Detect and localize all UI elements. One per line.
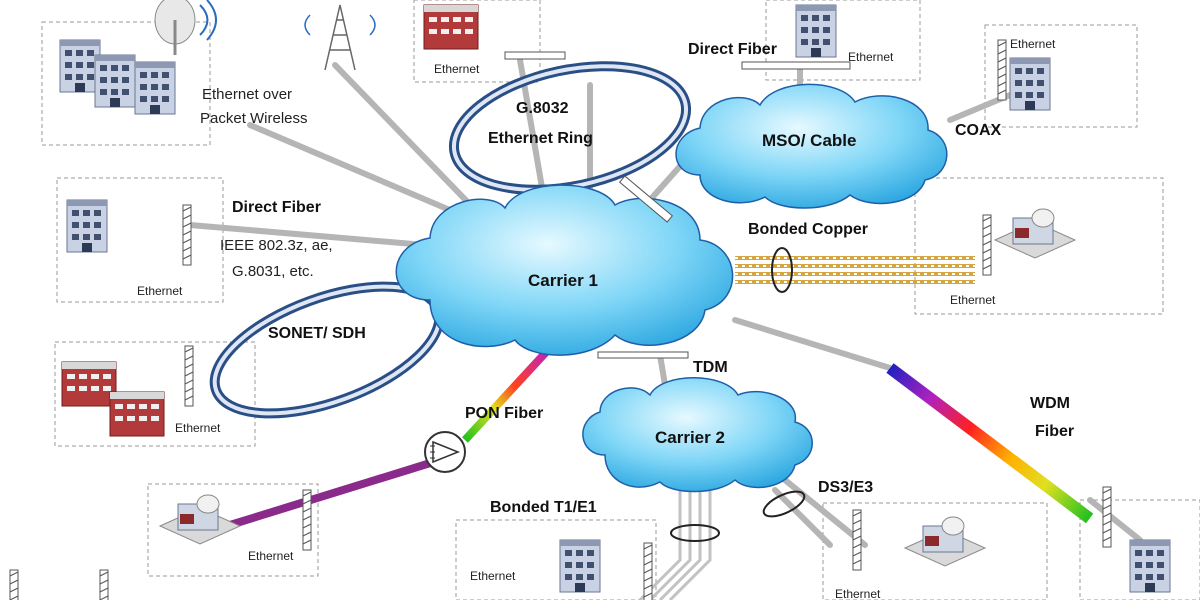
- ethernet-label: Ethernet: [248, 549, 294, 563]
- wireless-label-line1: Ethernet over: [202, 86, 292, 103]
- t1e1-bundle-ring: [670, 524, 720, 542]
- coax-label: COAX: [955, 122, 1002, 139]
- direct-fiber-left-label: Direct Fiber: [232, 199, 321, 216]
- ethernet-label: Ethernet: [434, 62, 480, 76]
- ieee-label-line2: G.8031, etc.: [232, 263, 314, 280]
- bonded-copper-lines: [735, 256, 975, 284]
- tower-icon: [304, 4, 376, 71]
- carrier1-label: Carrier 1: [528, 271, 598, 290]
- wdm-fiber: [886, 363, 1094, 524]
- mso-cloud: [675, 83, 948, 209]
- mso-label: MSO/ Cable: [762, 131, 856, 150]
- g8032-label-line1: G.8032: [516, 100, 569, 117]
- g8032-ring: [448, 61, 692, 195]
- tdm-marker: [597, 351, 689, 359]
- ethernet-label: Ethernet: [175, 421, 221, 435]
- carrier2-cloud: [582, 377, 813, 493]
- carrier1-cloud: [395, 184, 734, 356]
- pon-fiber-label: PON Fiber: [465, 405, 543, 422]
- bonded-t1e1-label: Bonded T1/E1: [490, 499, 597, 516]
- ieee-label-line1: IEEE 802.3z, ae,: [220, 237, 333, 254]
- splitter-icon: [424, 431, 466, 473]
- ethernet-label: Ethernet: [950, 293, 996, 307]
- wdm-label-line1: WDM: [1030, 395, 1070, 412]
- copper-bundle-ring: [771, 247, 793, 293]
- sonet-label: SONET/ SDH: [268, 325, 366, 342]
- g8032-label-line2: Ethernet Ring: [488, 130, 593, 147]
- antenna-icon: [154, 0, 217, 55]
- tdm-label: TDM: [693, 359, 728, 376]
- bonded-copper-label: Bonded Copper: [748, 221, 868, 238]
- ethernet-label: Ethernet: [470, 569, 516, 583]
- carrier2-label: Carrier 2: [655, 428, 725, 447]
- ethernet-label: Ethernet: [835, 587, 881, 600]
- ds3e3-label: DS3/E3: [818, 479, 873, 496]
- t1e1-lines: [638, 485, 712, 600]
- wdm-label-line2: Fiber: [1035, 423, 1074, 440]
- wireless-label-line2: Packet Wireless: [200, 110, 308, 127]
- direct-fiber-top-label: Direct Fiber: [688, 41, 777, 58]
- ethernet-label: Ethernet: [137, 284, 183, 298]
- ds3-bundle-ring: [762, 490, 806, 518]
- fiber-markers: [504, 51, 851, 223]
- pon-fiber: [228, 347, 551, 529]
- site-boxes: [41, 0, 1200, 600]
- ethernet-label: Ethernet: [848, 50, 894, 64]
- ethernet-label: Ethernet: [1010, 37, 1056, 51]
